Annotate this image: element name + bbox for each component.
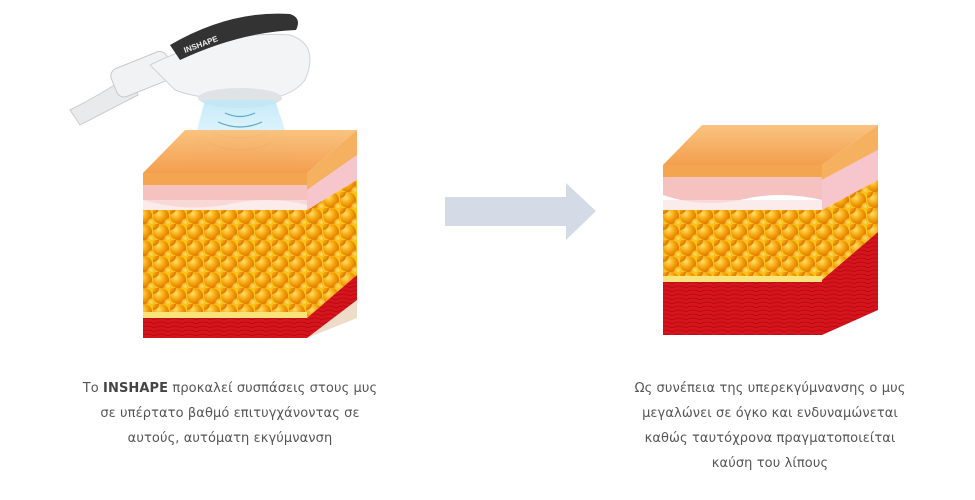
tissue-cube-after — [663, 125, 878, 335]
caption-line: καύση του λίπους — [711, 456, 829, 471]
caption-line: σε υπέρτατο βαθμό επιτυγχάνοντας σε — [100, 406, 360, 421]
caption-line: καθώς ταυτόχρονα πραγματοποιείται — [644, 431, 896, 446]
caption-before: Το INSHAPE προκαλεί συσπάσεις στους μυς … — [40, 376, 420, 451]
caption-text: προκαλεί συσπάσεις στους μυς — [168, 381, 378, 396]
caption-line: αυτούς, αυτόματη εκγύμνανση — [127, 431, 333, 446]
brand-name: INSHAPE — [103, 381, 169, 396]
caption-text: Το — [82, 381, 104, 396]
caption-after: Ως συνέπεια της υπερεκγύμνανσης ο μυς με… — [580, 376, 960, 476]
tissue-cube-before — [143, 130, 357, 338]
arrow-right-icon — [445, 183, 596, 240]
caption-line: Ως συνέπεια της υπερεκγύμνανσης ο μυς — [634, 381, 906, 396]
caption-line: μεγαλώνει σε όγκο και ενδυναμώνεται — [642, 406, 898, 421]
